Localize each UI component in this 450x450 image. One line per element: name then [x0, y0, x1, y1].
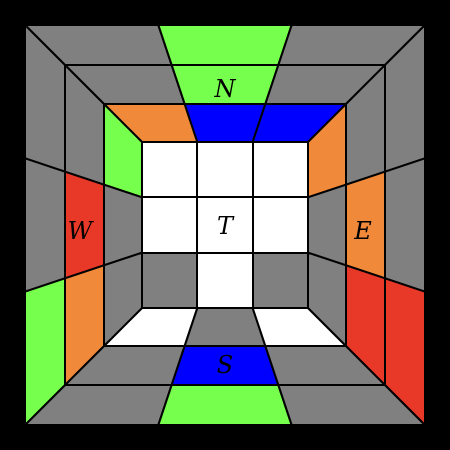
north-face-label: N — [214, 75, 237, 103]
south-sticker — [183, 307, 267, 347]
top-sticker — [141, 252, 198, 309]
top-sticker — [252, 141, 309, 198]
top-sticker — [196, 141, 254, 198]
top-sticker — [196, 252, 254, 309]
east-sticker — [307, 251, 347, 347]
west-face-label: W — [68, 217, 95, 245]
top-sticker — [141, 141, 198, 198]
top-sticker — [252, 196, 309, 254]
south-face-label: S — [217, 351, 233, 379]
top-sticker — [252, 252, 309, 309]
top-sticker — [141, 196, 198, 254]
south-sticker — [157, 384, 293, 426]
east-sticker — [384, 157, 426, 293]
top-face-label: T — [217, 212, 235, 240]
west-sticker — [24, 157, 66, 293]
west-sticker — [103, 251, 143, 347]
north-sticker — [157, 24, 293, 66]
east-sticker — [307, 183, 347, 267]
east-face-label: E — [353, 217, 372, 245]
west-sticker — [103, 183, 143, 267]
face-labels: N T S W E — [68, 75, 373, 379]
north-sticker — [183, 103, 267, 143]
sticker-layer — [24, 24, 426, 426]
